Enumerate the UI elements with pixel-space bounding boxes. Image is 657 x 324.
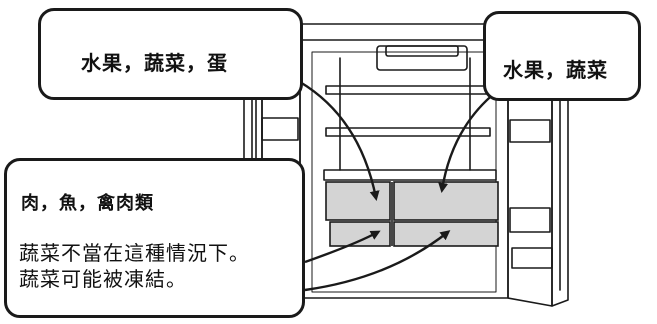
callout-bottom-left-line1: 蔬菜不當在這種情況下。 xyxy=(19,241,250,265)
top-accessory-box xyxy=(376,45,468,71)
callout-top-right: 水果，蔬菜 xyxy=(483,11,641,101)
callout-bottom-left-line2: 蔬菜可能被凍結。 xyxy=(19,267,187,291)
callout-top-left-text: 水果，蔬菜，蛋 xyxy=(81,51,228,75)
callout-bottom-left-heading: 肉，魚，禽肉類 xyxy=(21,193,154,214)
callout-bottom-left: 肉，魚，禽肉類 蔬菜不當在這種情況下。 蔬菜可能被凍結。 xyxy=(4,158,305,318)
arrow-to-lower-right-drawer xyxy=(304,230,451,292)
drawers xyxy=(325,181,499,247)
callout-top-right-text: 水果，蔬菜 xyxy=(503,58,608,82)
callout-top-left: 水果，蔬菜，蛋 xyxy=(38,8,303,100)
drawer-upper-left xyxy=(325,181,391,221)
shelves xyxy=(323,85,497,181)
drawer-upper-right xyxy=(393,181,499,221)
arrow-to-right-crisper xyxy=(438,91,497,193)
arrow-to-lower-left-drawer xyxy=(304,230,381,264)
drawer-lower-left xyxy=(329,221,391,247)
arrow-to-left-crisper xyxy=(299,80,380,201)
